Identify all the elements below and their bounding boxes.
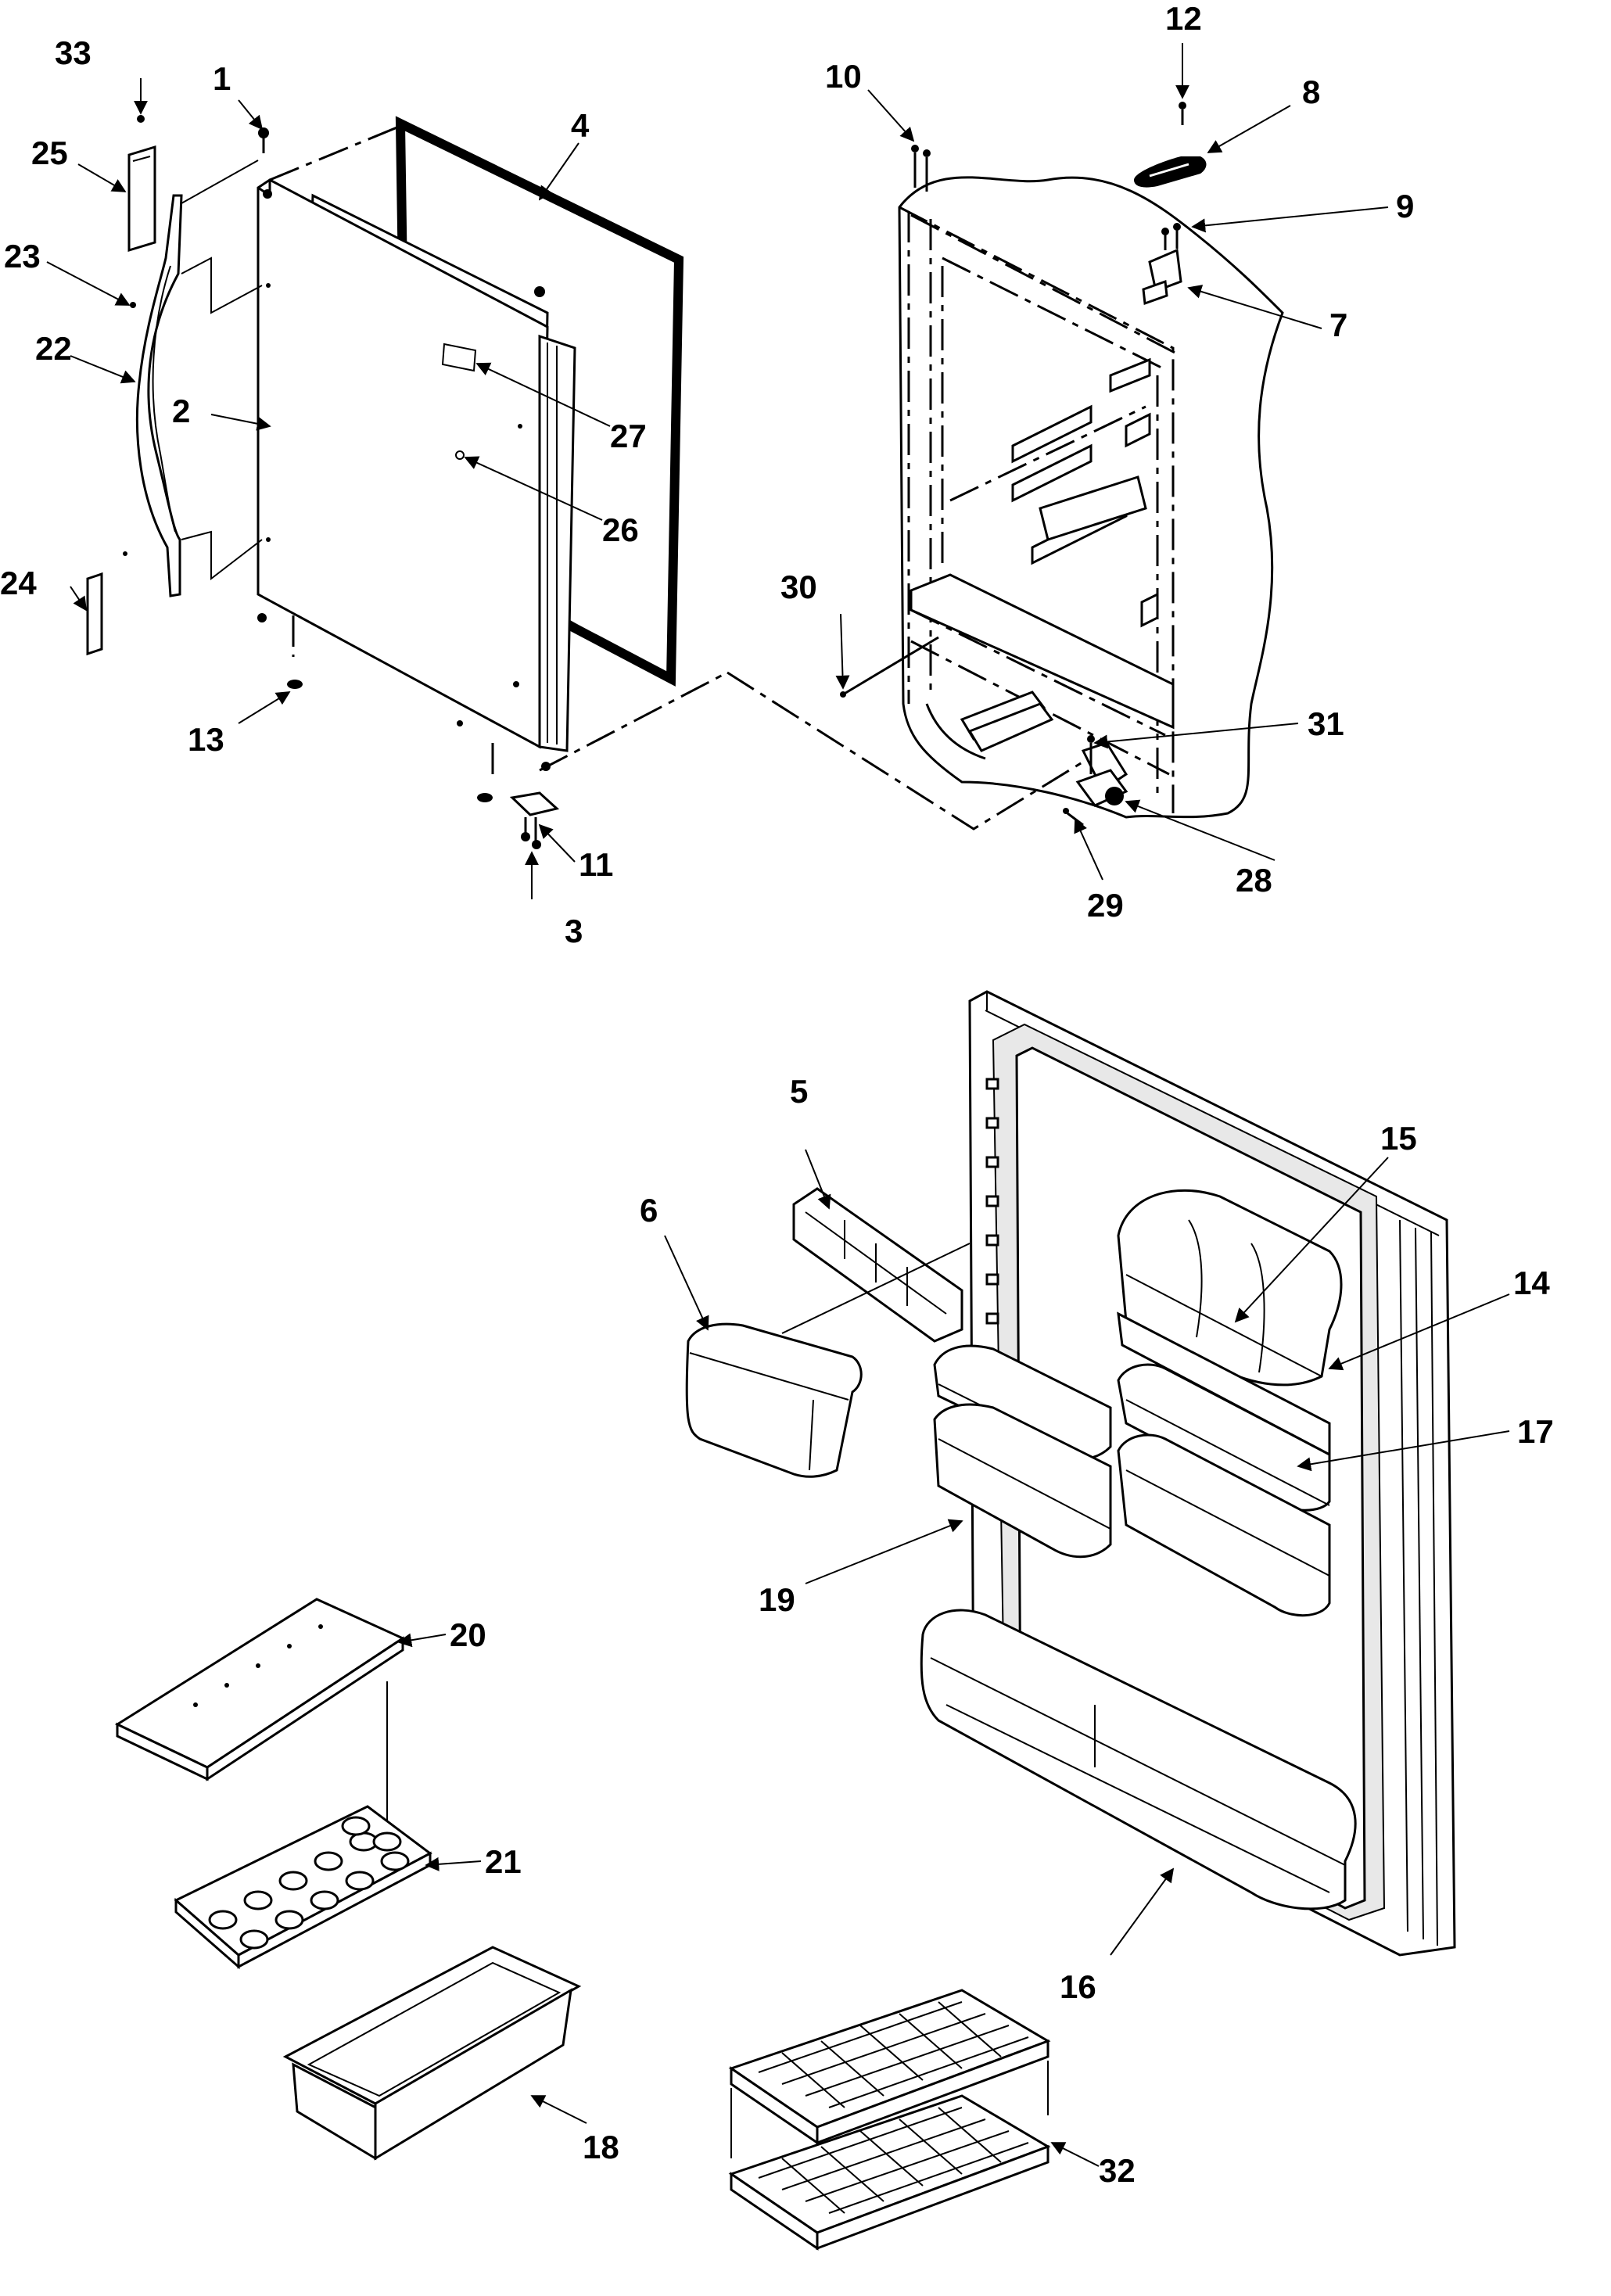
callout-27: 27 xyxy=(610,418,647,454)
door-label xyxy=(441,343,477,372)
door-shelf-lower-left xyxy=(933,1403,1112,1559)
storage-container xyxy=(685,1322,863,1478)
callout-13: 13 xyxy=(188,721,224,758)
callout-19: 19 xyxy=(759,1581,795,1618)
handle-assembly xyxy=(86,115,263,656)
callout-5: 5 xyxy=(790,1073,808,1110)
callout-6: 6 xyxy=(640,1192,658,1229)
ice-trays xyxy=(728,1989,1051,2251)
hinge-cover xyxy=(1134,156,1207,188)
door-stop xyxy=(287,680,303,689)
door-shelf-lower-right xyxy=(1117,1433,1331,1617)
callout-25: 25 xyxy=(31,135,68,171)
callout-10: 10 xyxy=(825,58,862,95)
callout-20: 20 xyxy=(450,1616,486,1653)
callout-leaders xyxy=(46,43,1510,2167)
callout-9: 9 xyxy=(1396,188,1414,224)
egg-bin-bracket xyxy=(781,1187,971,1343)
callout-8: 8 xyxy=(1302,74,1320,110)
callout-22: 22 xyxy=(35,330,72,367)
callout-26: 26 xyxy=(602,511,639,548)
handle-end-cap-top xyxy=(127,145,156,253)
callout-33: 33 xyxy=(55,34,91,71)
door-panel xyxy=(257,178,549,749)
callout-1: 1 xyxy=(213,60,231,97)
dairy-compartment xyxy=(1117,1189,1343,1387)
callout-11: 11 xyxy=(579,846,613,883)
screw-1 xyxy=(258,127,269,153)
callout-2: 2 xyxy=(172,393,190,429)
door-assembly xyxy=(257,116,1096,849)
callout-12: 12 xyxy=(1165,0,1202,37)
callout-4: 4 xyxy=(571,107,590,144)
callout-23: 23 xyxy=(4,238,41,274)
callout-17: 17 xyxy=(1517,1413,1554,1450)
callout-31: 31 xyxy=(1308,705,1344,742)
egg-tray xyxy=(174,1805,432,1970)
door-interior xyxy=(920,990,1456,1957)
callout-24: 24 xyxy=(0,565,37,601)
lower-hinge-bracket xyxy=(1063,735,1128,827)
callout-7: 7 xyxy=(1329,307,1347,343)
top-hinge xyxy=(1142,223,1182,306)
callout-15: 15 xyxy=(1380,1120,1417,1157)
callout-28: 28 xyxy=(1236,862,1272,899)
handle xyxy=(135,194,183,597)
callout-32: 32 xyxy=(1099,2152,1136,2189)
cabinet-assembly xyxy=(840,102,1284,827)
shelf-rails xyxy=(1011,357,1159,628)
callout-labels: 1 2 3 4 5 6 7 8 9 10 11 12 13 14 15 16 1… xyxy=(0,0,1554,2189)
freezer-shelf xyxy=(114,1598,406,1853)
callout-16: 16 xyxy=(1060,1968,1096,2005)
door-bin-bottom xyxy=(920,1609,1357,1910)
callout-29: 29 xyxy=(1087,887,1124,924)
freezer-bin xyxy=(282,1946,582,2161)
callout-21: 21 xyxy=(485,1843,522,1880)
bottom-hinge xyxy=(509,762,560,849)
handle-end-cap-bottom xyxy=(86,572,103,656)
cabinet-divider xyxy=(910,573,1175,730)
callout-14: 14 xyxy=(1513,1265,1550,1301)
callout-3: 3 xyxy=(565,913,583,949)
callout-30: 30 xyxy=(780,569,817,605)
callout-18: 18 xyxy=(583,2129,619,2165)
shelf-studs xyxy=(985,1078,999,1325)
